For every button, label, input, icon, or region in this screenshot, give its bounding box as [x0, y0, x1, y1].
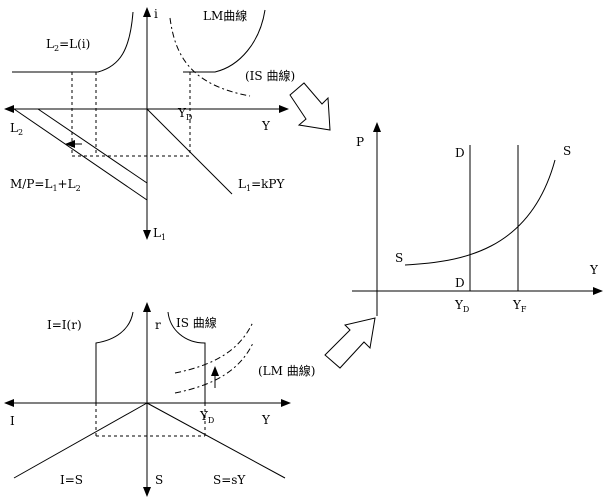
label-YF-right: YF — [512, 298, 527, 314]
label-L2-axis: L2 — [10, 121, 23, 137]
label-S-left: S — [395, 251, 403, 265]
money-supply-line-1 — [13, 108, 148, 201]
lm-curve-2 — [174, 342, 254, 394]
label-L2-eq: L2=L(i) — [46, 37, 90, 53]
label-YD-bottom: YD — [199, 409, 214, 425]
label-money-eq: M/P=L1+L2 — [10, 177, 81, 193]
lm-curve-1 — [174, 321, 254, 374]
label-I-eq: I=I(r) — [47, 318, 82, 332]
is-curve-bottom — [167, 311, 206, 403]
hollow-arrow-top — [289, 82, 331, 131]
label-S-axis: S — [155, 473, 163, 487]
label-I-equals-S: I=S — [60, 473, 83, 487]
investment-curve — [95, 311, 134, 403]
label-L1-eq: L1=kPY — [238, 177, 285, 193]
label-S-top: S — [563, 144, 571, 158]
label-Y-bottom: Y — [261, 413, 271, 427]
is-curve-dashed — [169, 17, 251, 97]
i-equals-s-line — [13, 402, 148, 479]
label-L1-axis: L1 — [153, 226, 166, 242]
aggregate-supply-panel — [352, 122, 603, 316]
label-P: P — [356, 135, 364, 149]
label-YD-right: YD — [454, 298, 469, 314]
label-lm-curve: LM曲線 — [203, 8, 247, 23]
supply-curve-S — [404, 159, 556, 266]
label-r: r — [155, 318, 161, 332]
money-market-labels: i Y LM曲線 (IS 曲線) L2=L(i) L2 M/P=L1+L2 L1… — [10, 7, 295, 242]
savings-line — [146, 402, 286, 479]
label-Y-right: Y — [589, 263, 599, 277]
label-lm-curve-paren: (LM 曲線) — [258, 363, 315, 378]
label-D-bottom: D — [455, 276, 465, 290]
label-S-eq: S=sY — [213, 473, 246, 487]
label-D-top: D — [455, 146, 465, 160]
label-is-curve-paren: (IS 曲線) — [245, 68, 295, 83]
goods-market-labels: I=I(r) r IS 曲線 (LM 曲線) I Y YD I=S S S=sY — [10, 315, 315, 487]
liquidity-preference-curve — [12, 11, 134, 73]
label-is-curve: IS 曲線 — [176, 315, 217, 330]
hollow-arrow-bottom — [324, 317, 376, 369]
goods-market-panel — [4, 302, 291, 497]
aggregate-supply-labels: P Y D D S S YD YF — [356, 135, 599, 314]
label-YD-top: YD — [177, 106, 192, 122]
money-supply-line-2 — [37, 108, 148, 184]
kpy-line — [146, 108, 233, 195]
label-I-axis: I — [10, 414, 15, 428]
money-market-panel — [4, 7, 289, 240]
label-i: i — [154, 7, 158, 21]
lm-curve-top — [183, 9, 266, 73]
label-Y-top: Y — [261, 119, 271, 133]
